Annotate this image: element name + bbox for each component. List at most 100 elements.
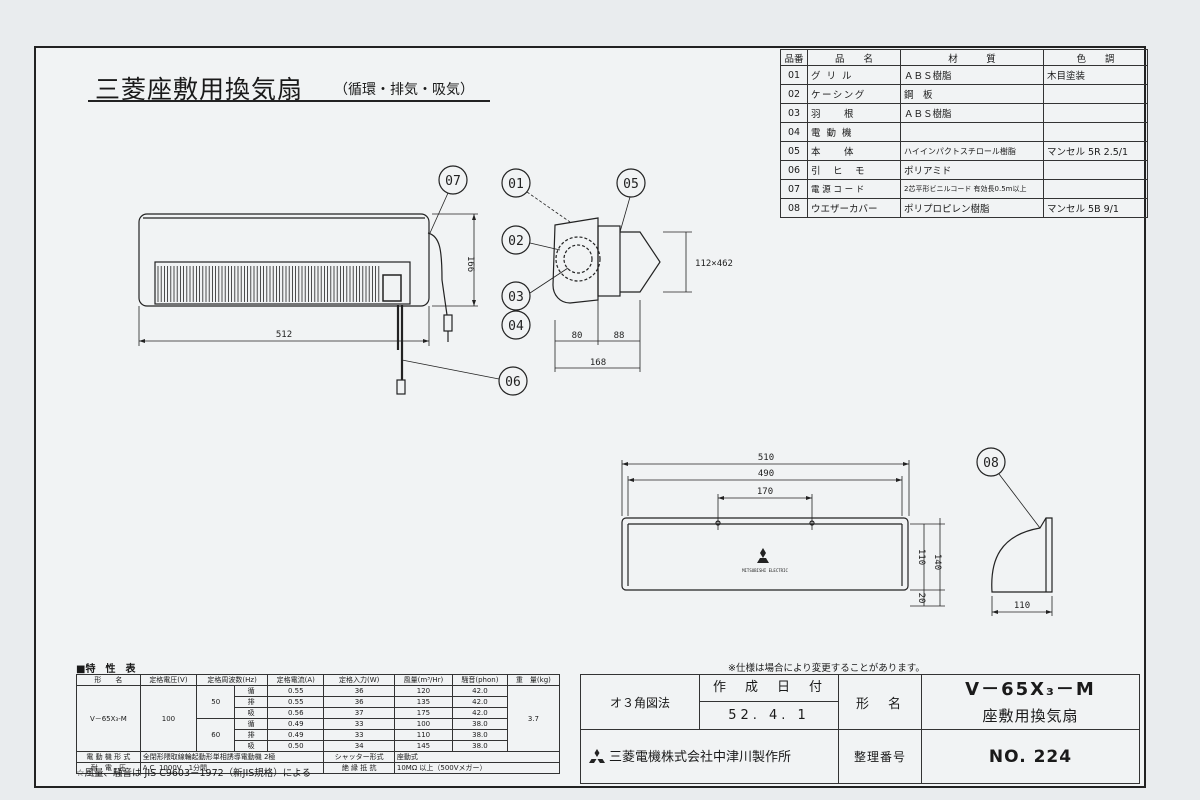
dim-88: 88	[614, 331, 625, 341]
part-name: ウエザーカバー	[807, 198, 901, 218]
spec-col-airflow: 風量(m³/Hr)	[393, 674, 454, 686]
parts-header-name: 品 名	[807, 49, 901, 66]
spec-current: 0.55	[267, 696, 325, 708]
spec-input: 36	[323, 685, 395, 697]
dim-512: 512	[276, 330, 292, 340]
parts-header-color: 色 調	[1043, 49, 1148, 66]
mitsubishi-logo-small	[757, 548, 769, 563]
part-no: 04	[780, 122, 808, 142]
label-01: 01	[508, 177, 524, 192]
model-cell: V－65X₃－M 座敷用換気扇	[921, 674, 1140, 730]
spec-current: 0.56	[267, 707, 325, 719]
part-material: 鋼 板	[900, 84, 1044, 104]
part-no: 01	[780, 65, 808, 85]
spec-col-input: 定格入力(W)	[323, 674, 395, 686]
part-name: ケーシング	[807, 84, 901, 104]
dim-168: 168	[590, 358, 606, 368]
front-view	[138, 213, 453, 395]
company-cell: 三菱電機株式会社中津川製作所	[580, 729, 839, 784]
dim-140: 140	[932, 554, 942, 570]
spec-air: 110	[393, 729, 454, 741]
dim-490: 490	[758, 469, 774, 479]
part-name: 引 ヒ モ	[807, 160, 901, 180]
table-row: 電 動 機 形 式 全閉形隈取線輪起動形単相誘導電動機 2極 シャッター形式 座…	[76, 751, 561, 763]
title-block: オ３角図法 作 成 日 付 52. 4. 1 形 名 V－65X₃－M 座敷用換…	[580, 674, 1140, 784]
cover-brand-text: MITSUBISHI ELECTRIC	[742, 568, 788, 573]
spec-motor-value: 全閉形隈取線輪起動形単相誘導電動機 2極	[139, 751, 325, 763]
spec-col-model: 形 名	[76, 674, 141, 686]
spec-table: 形 名 定格電圧(V) 定格周波数(Hz) 定格電流(A) 定格入力(W) 風量…	[76, 674, 561, 774]
spec-insulation-label: 絶 縁 抵 抗	[323, 762, 395, 774]
part-color: 木目塗装	[1043, 65, 1148, 85]
part-name: グ リ ル	[807, 65, 901, 85]
spec-current: 0.50	[267, 740, 325, 752]
spec-mode: 吸	[234, 740, 269, 752]
spec-current: 0.55	[267, 685, 325, 697]
part-no: 06	[780, 160, 808, 180]
spec-freq-60: 60	[196, 718, 236, 752]
label-03: 03	[508, 290, 524, 305]
part-material	[900, 122, 1044, 142]
model-label: 形 名	[838, 674, 922, 730]
title-underline	[88, 100, 490, 102]
label-02: 02	[508, 234, 524, 249]
dim-110-depth: 110	[1014, 601, 1030, 611]
dim-110-height: 110	[916, 549, 926, 565]
dim-170: 170	[757, 487, 773, 497]
dim-510: 510	[758, 453, 774, 463]
label-06: 06	[505, 375, 521, 390]
side-view	[552, 217, 692, 372]
drawing-number: NO. 224	[921, 729, 1140, 784]
part-no: 02	[780, 84, 808, 104]
spec-noise: 42.0	[452, 707, 508, 719]
product-name: 座敷用換気扇	[982, 706, 1079, 725]
part-color	[1043, 160, 1148, 180]
spec-model: V－65X₃-M	[76, 685, 141, 752]
spec-col-current: 定格電流(A)	[267, 674, 325, 686]
date-cell: 作 成 日 付 52. 4. 1	[699, 674, 839, 730]
spec-noise: 38.0	[452, 718, 508, 730]
spec-noise: 42.0	[452, 685, 508, 697]
projection-method: オ３角図法	[580, 674, 700, 730]
weather-cover-front	[621, 460, 945, 607]
spec-noise: 38.0	[452, 729, 508, 741]
spec-noise: 42.0	[452, 696, 508, 708]
dim-112x462: 112×462	[695, 259, 733, 269]
part-color: マンセル 5B 9/1	[1043, 198, 1148, 218]
spec-mode: 吸	[234, 707, 269, 719]
part-color	[1043, 179, 1148, 199]
label-08: 08	[983, 456, 999, 471]
number-label: 整理番号	[838, 729, 922, 784]
spec-input: 33	[323, 729, 395, 741]
spec-insulation-value: 10MΩ 以上（500Vメガー）	[393, 762, 561, 774]
spec-air: 120	[393, 685, 454, 697]
part-no: 05	[780, 141, 808, 161]
spec-shutter-label: シャッター形式	[323, 751, 395, 763]
part-name: 羽 根	[807, 103, 901, 123]
spec-air: 145	[393, 740, 454, 752]
date-value: 52. 4. 1	[728, 708, 810, 723]
spec-col-frequency: 定格周波数(Hz)	[196, 674, 269, 686]
table-row: V－65X₃-M 100 50 循 0.55 36 120 42.0 3.7	[76, 685, 561, 752]
part-material: ＡＢＳ樹脂	[900, 65, 1044, 85]
part-no: 03	[780, 103, 808, 123]
part-no: 08	[780, 198, 808, 218]
spec-current: 0.49	[267, 718, 325, 730]
spec-input: 36	[323, 696, 395, 708]
drawing-title: 三菱座敷用換気扇	[95, 75, 304, 104]
spec-heading: ■特 性 表	[76, 664, 136, 675]
label-04: 04	[508, 319, 524, 334]
spec-col-voltage: 定格電圧(V)	[139, 674, 198, 686]
part-material: ハイインパクトスチロール樹脂	[900, 141, 1044, 161]
part-material: ポリアミド	[900, 160, 1044, 180]
